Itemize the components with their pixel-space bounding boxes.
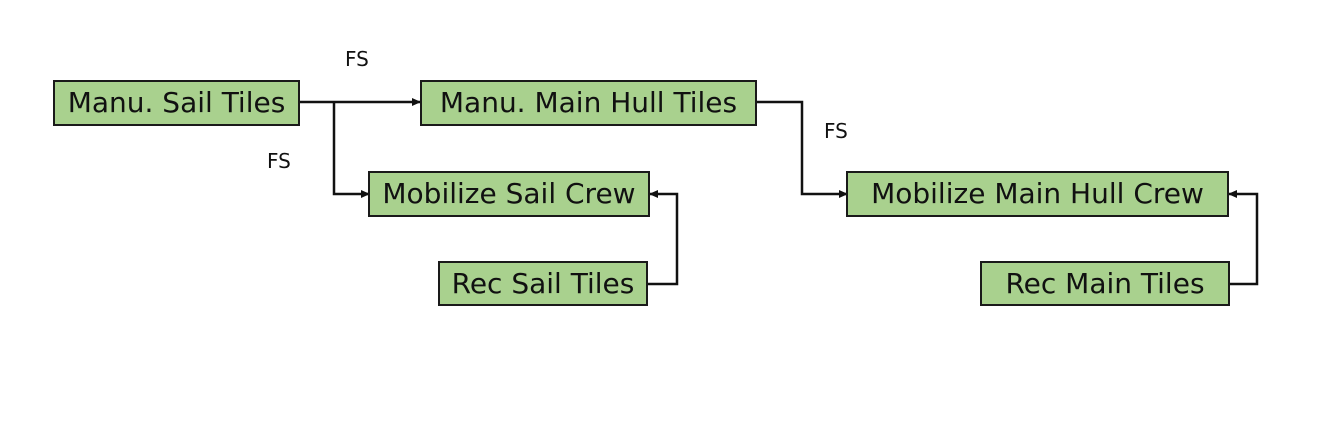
node-rec-main-tiles: Rec Main Tiles	[980, 261, 1230, 306]
link-label-main-hull-to-hull-crew: FS	[824, 119, 848, 143]
node-mobilize-sail-crew: Mobilize Sail Crew	[368, 171, 650, 217]
link-label-sail-to-main-hull: FS	[345, 47, 369, 71]
node-rec-sail-tiles: Rec Sail Tiles	[438, 261, 648, 306]
connector-rec-sail-to-sail-crew	[648, 190, 679, 286]
link-label-sail-to-sail-crew: FS	[267, 149, 291, 173]
node-manu-sail-tiles: Manu. Sail Tiles	[53, 80, 300, 126]
connector-rec-main-to-hull-crew	[1228, 190, 1259, 286]
node-mobilize-main-hull-crew: Mobilize Main Hull Crew	[846, 171, 1229, 217]
connector-main-hull-to-hull-crew	[757, 100, 848, 198]
connector-sail-to-sail-crew	[332, 102, 370, 198]
node-manu-main-hull-tiles: Manu. Main Hull Tiles	[420, 80, 757, 126]
